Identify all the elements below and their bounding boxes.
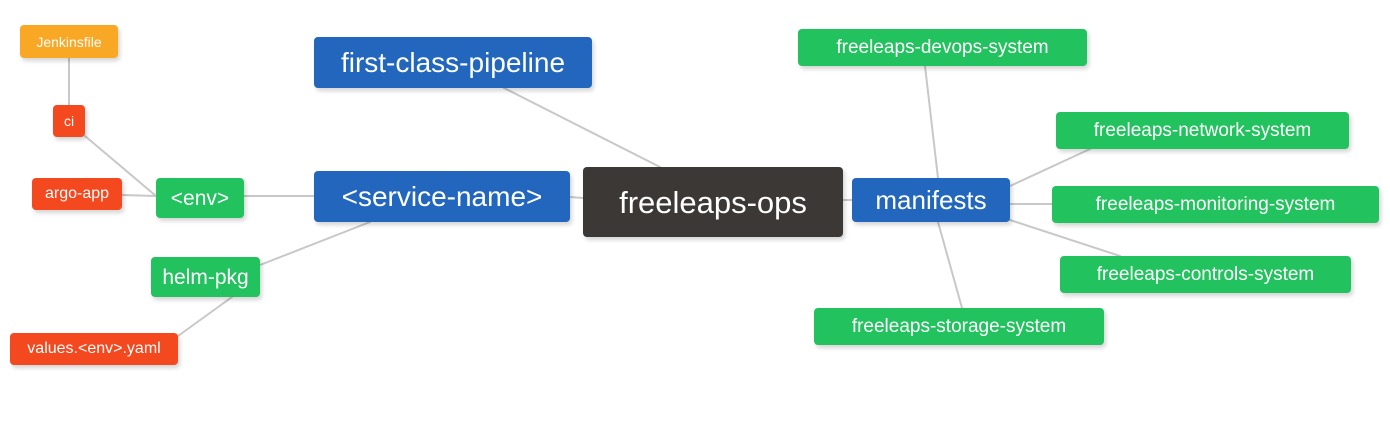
node-label-freeleaps-monitoring-system: freeleaps-monitoring-system [1095,194,1336,215]
node-label-freeleaps-network-system: freeleaps-network-system [1093,120,1312,141]
node-freeleaps-ops[interactable]: freeleaps-ops [583,167,843,237]
edge-manifests-to-freeleaps-devops-system [924,65,939,179]
node-freeleaps-storage-system[interactable]: freeleaps-storage-system [814,308,1104,345]
node-label-freeleaps-controls-system: freeleaps-controls-system [1096,264,1315,285]
edge-manifests-to-freeleaps-controls-system [1009,219,1121,257]
node-label-values-yaml: values.<env>.yaml [27,340,161,357]
edge-manifests-to-freeleaps-storage-system [937,221,963,309]
edge-first-class-pipeline-to-freeleaps-ops [503,87,661,168]
edge-values-yaml-to-helm-pkg [177,296,233,337]
node-values-yaml[interactable]: values.<env>.yaml [10,333,178,365]
node-freeleaps-controls-system[interactable]: freeleaps-controls-system [1060,256,1351,293]
node-freeleaps-network-system[interactable]: freeleaps-network-system [1056,112,1349,149]
node-label-helm-pkg: helm-pkg [162,265,249,289]
node-label-jenkinsfile: Jenkinsfile [36,33,102,50]
node-label-freeleaps-devops-system: freeleaps-devops-system [836,37,1049,58]
node-service-name[interactable]: <service-name> [314,171,570,222]
node-freeleaps-monitoring-system[interactable]: freeleaps-monitoring-system [1052,186,1379,223]
node-label-manifests: manifests [875,185,987,215]
node-label-argo-app: argo-app [44,185,110,202]
edge-service-name-to-freeleaps-ops [569,196,584,199]
node-label-env: <env> [170,186,230,210]
node-manifests[interactable]: manifests [852,178,1010,222]
node-label-ci: ci [63,113,75,129]
node-env[interactable]: <env> [156,178,244,218]
edge-argo-app-to-env [121,194,157,197]
node-freeleaps-devops-system[interactable]: freeleaps-devops-system [798,29,1087,66]
node-jenkinsfile[interactable]: Jenkinsfile [20,25,118,58]
node-first-class-pipeline[interactable]: first-class-pipeline [314,37,592,88]
node-label-freeleaps-ops: freeleaps-ops [619,184,807,220]
node-label-service-name: <service-name> [341,180,543,212]
edge-manifests-to-freeleaps-network-system [1009,148,1091,187]
node-label-first-class-pipeline: first-class-pipeline [340,46,566,78]
node-ci[interactable]: ci [53,105,85,137]
edge-helm-pkg-to-service-name [259,221,371,266]
node-label-freeleaps-storage-system: freeleaps-storage-system [851,316,1067,337]
node-argo-app[interactable]: argo-app [32,178,122,210]
node-helm-pkg[interactable]: helm-pkg [151,257,260,297]
